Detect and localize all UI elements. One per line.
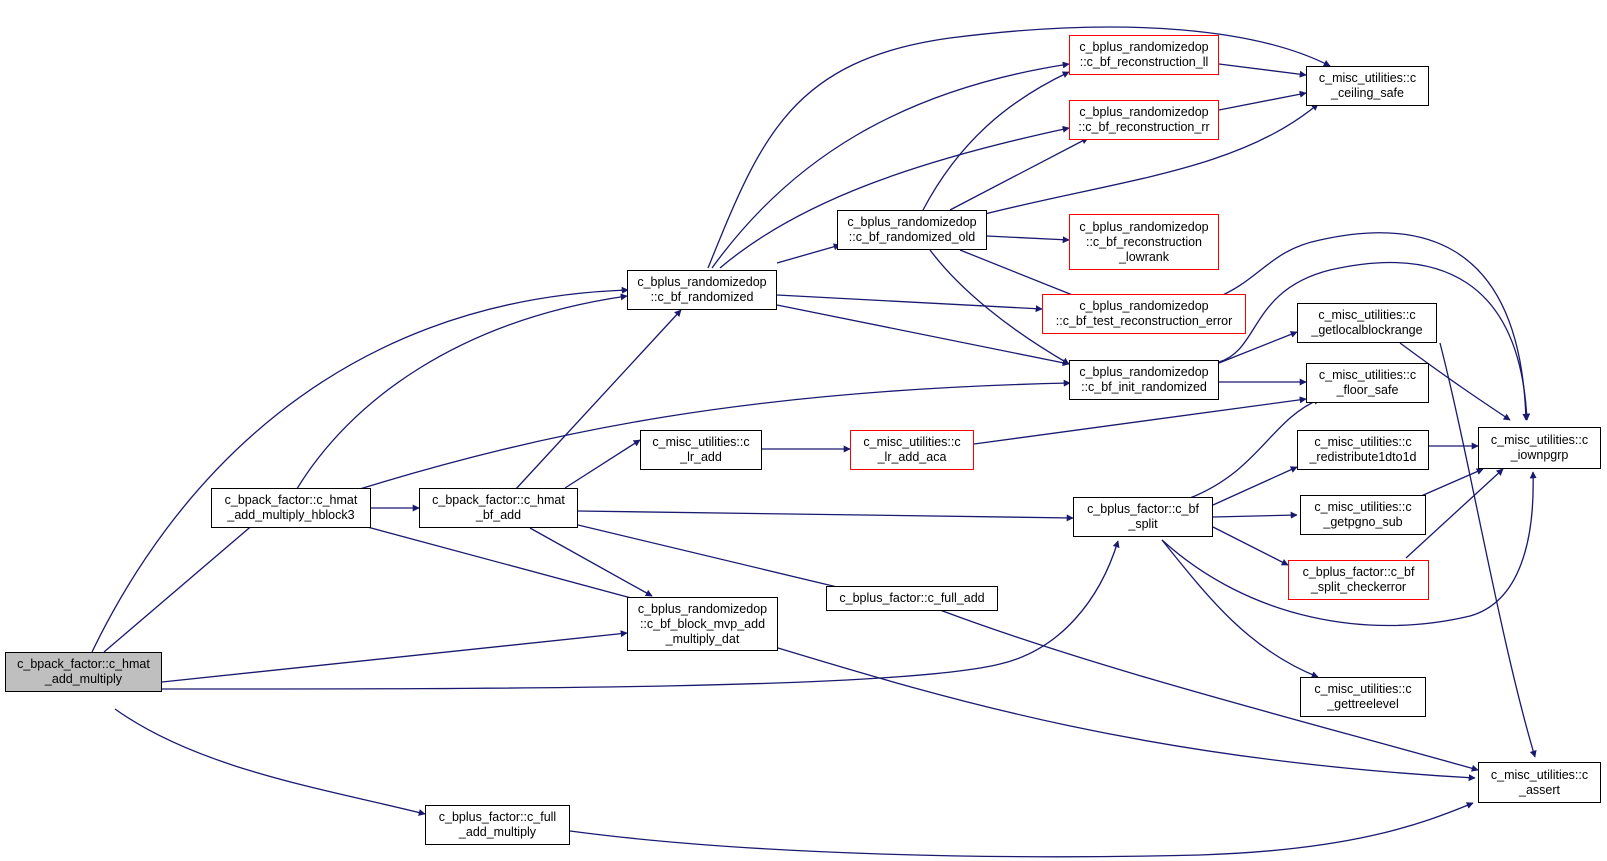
edge-bf_split-split_checkerror [1212, 526, 1289, 566]
edge-root-block_mvp [161, 630, 628, 683]
edge-hblock3-bf_randomized [294, 293, 628, 493]
edge-getpgno-iownpgrp [1411, 468, 1484, 501]
edge-getlocalblockrange-iownpgrp [1399, 342, 1511, 421]
node-assert[interactable]: c_misc_utilities::c _assert [1478, 762, 1601, 803]
edge-bf_split-floor_safe [1189, 398, 1321, 499]
node-iownpgrp[interactable]: c_misc_utilities::c _iownpgrp [1478, 427, 1601, 469]
edge-bf_split-gettreelevel [1161, 539, 1319, 678]
edge-recon_ll-ceiling_safe [1218, 63, 1307, 78]
node-randomized_old[interactable]: c_bplus_randomizedop ::c_bf_randomized_o… [837, 210, 987, 250]
node-hblock3[interactable]: c_bpack_factor::c_hmat _add_multiply_hbl… [211, 488, 371, 528]
edge-randomized_old-init_randomized [929, 249, 1070, 365]
edge-randomized_old-ceiling_safe [984, 103, 1319, 215]
edge-bf_randomized-randomized_old [776, 243, 841, 264]
node-root[interactable]: c_bpack_factor::c_hmat _add_multiply [5, 652, 162, 692]
edge-bf_add-full_add [577, 524, 859, 594]
edge-lr_add_aca-floor_safe [973, 396, 1307, 445]
node-recon_ll[interactable]: c_bplus_randomizedop ::c_bf_reconstructi… [1069, 35, 1219, 75]
edge-full_add-assert [939, 609, 1479, 772]
edge-bf_add-lr_add [564, 439, 641, 489]
edge-root-bf_randomized [91, 286, 629, 653]
edge-randomized_old-recon_lowrank [986, 235, 1070, 244]
node-gettreelevel[interactable]: c_misc_utilities::c _gettreelevel [1300, 677, 1426, 717]
edge-hblock3-block_mvp [359, 524, 647, 604]
edge-randomized_old-recon_rr [949, 137, 1089, 211]
edge-init_randomized-getlocalblockrange [1218, 331, 1298, 364]
node-init_randomized[interactable]: c_bplus_randomizedop ::c_bf_init_randomi… [1069, 360, 1219, 400]
edge-hblock3-init_randomized [349, 379, 1071, 493]
edge-init_randomized-iownpgrp [1218, 261, 1531, 421]
node-lr_add[interactable]: c_misc_utilities::c _lr_add [640, 430, 762, 470]
edge-block_mvp-assert [777, 647, 1476, 782]
node-block_mvp[interactable]: c_bplus_randomizedop ::c_bf_block_mvp_ad… [627, 597, 778, 651]
edge-split_checkerror-iownpgrp [1405, 468, 1504, 559]
node-floor_safe[interactable]: c_misc_utilities::c _floor_safe [1306, 363, 1429, 403]
node-getlocalblockrange[interactable]: c_misc_utilities::c _getlocalblockrange [1297, 303, 1437, 343]
edge-bf_split-redistribute [1212, 466, 1298, 506]
edge-root-full_add_multiply [114, 708, 426, 816]
edge-bf_randomized-recon_rr [719, 125, 1070, 269]
edge-full_add_multiply-assert [569, 802, 1474, 858]
node-getpgno[interactable]: c_misc_utilities::c _getpgno_sub [1300, 495, 1426, 535]
edge-bf_randomized-init_randomized [776, 304, 1070, 367]
edge-bf_split-getpgno [1212, 511, 1298, 519]
node-recon_lowrank[interactable]: c_bplus_randomizedop ::c_bf_reconstructi… [1069, 214, 1219, 270]
node-lr_add_aca[interactable]: c_misc_utilities::c _lr_add_aca [850, 430, 974, 470]
edge-bf_add-bf_randomized [514, 309, 682, 491]
edge-bf_randomized-test_recon [776, 294, 1043, 313]
edge-bf_add-block_mvp [529, 527, 653, 597]
node-ceiling_safe[interactable]: c_misc_utilities::c _ceiling_safe [1306, 66, 1429, 106]
edge-randomized_old-recon_ll [922, 71, 1070, 211]
node-bf_randomized[interactable]: c_bplus_randomizedop ::c_bf_randomized [627, 270, 777, 310]
node-redistribute[interactable]: c_misc_utilities::c _redistribute1dto1d [1297, 430, 1429, 470]
edge-randomized_old-test_recon [959, 249, 1086, 301]
edge-bf_split-iownpgrp [1161, 471, 1537, 627]
edge-bf_randomized-ceiling_safe [707, 26, 1331, 269]
edge-bf_add-bf_split [577, 510, 1074, 522]
edge-bf_randomized-recon_ll [711, 61, 1070, 269]
edge-recon_rr-ceiling_safe [1218, 90, 1307, 111]
node-bf_add[interactable]: c_bpack_factor::c_hmat _bf_add [419, 488, 578, 528]
edge-getlocalblockrange-assert [1439, 342, 1537, 758]
node-split_checkerror[interactable]: c_bplus_factor::c_bf _split_checkerror [1288, 560, 1429, 600]
node-test_recon[interactable]: c_bplus_randomizedop ::c_bf_test_reconst… [1042, 294, 1246, 334]
edge-test_recon-iownpgrp [1215, 232, 1530, 421]
node-full_add_multiply[interactable]: c_bplus_factor::c_full _add_multiply [425, 805, 570, 845]
edge-root-hblock3 [103, 516, 263, 653]
node-bf_split[interactable]: c_bplus_factor::c_bf _split [1073, 497, 1213, 537]
node-full_add[interactable]: c_bplus_factor::c_full_add [826, 586, 998, 611]
edge-root-bf_split [161, 540, 1120, 690]
node-recon_rr[interactable]: c_bplus_randomizedop ::c_bf_reconstructi… [1069, 100, 1219, 140]
